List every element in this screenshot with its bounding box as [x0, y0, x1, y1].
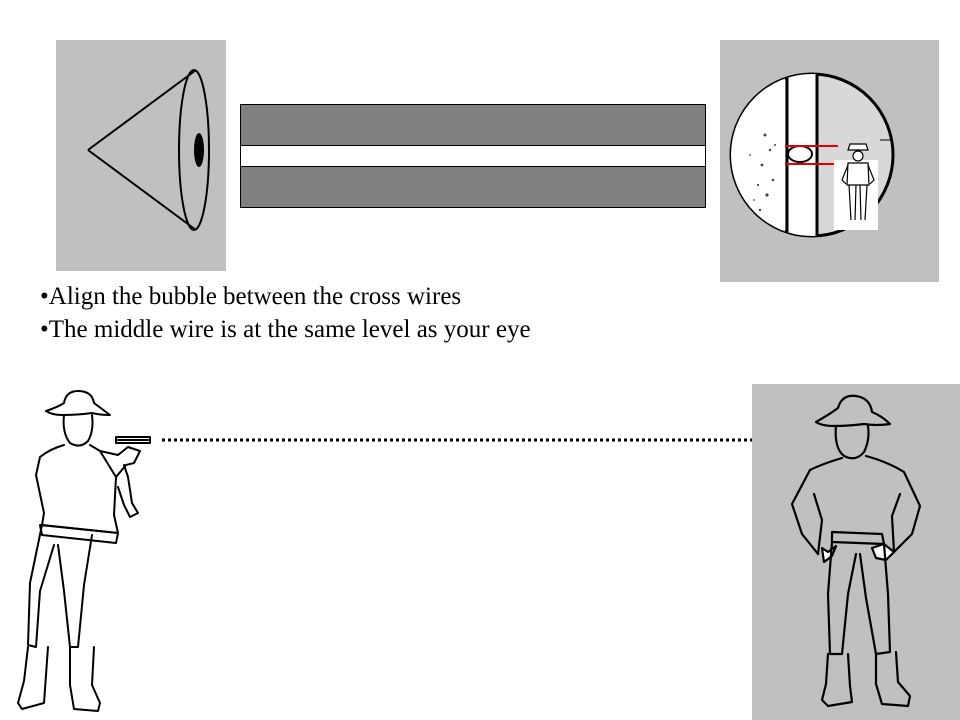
- tiny-figure: [834, 143, 878, 230]
- level-tube: [240, 104, 706, 208]
- instruction-list: •Align the bubble between the cross wire…: [40, 280, 740, 346]
- instruction-text-1: Align the bubble between the cross wires: [48, 283, 462, 310]
- dotted-arrow: [162, 434, 824, 446]
- target-panel: [752, 384, 960, 720]
- bullet-marker: •: [40, 316, 49, 343]
- tube-bottom-wall: [241, 166, 705, 207]
- instruction-text-2: The middle wire is at the same level as …: [48, 316, 531, 343]
- tube-top-wall: [241, 105, 705, 146]
- tube-bore: [241, 146, 705, 168]
- target-figure: [790, 394, 922, 708]
- instruction-item-1: •Align the bubble between the cross wire…: [40, 280, 740, 313]
- instruction-item-2: •The middle wire is at the same level as…: [40, 313, 740, 346]
- surveyor-figure: [17, 390, 151, 712]
- bullet-marker: •: [40, 283, 49, 310]
- eye-icon: [87, 69, 210, 231]
- level-sight-view: [729, 72, 895, 238]
